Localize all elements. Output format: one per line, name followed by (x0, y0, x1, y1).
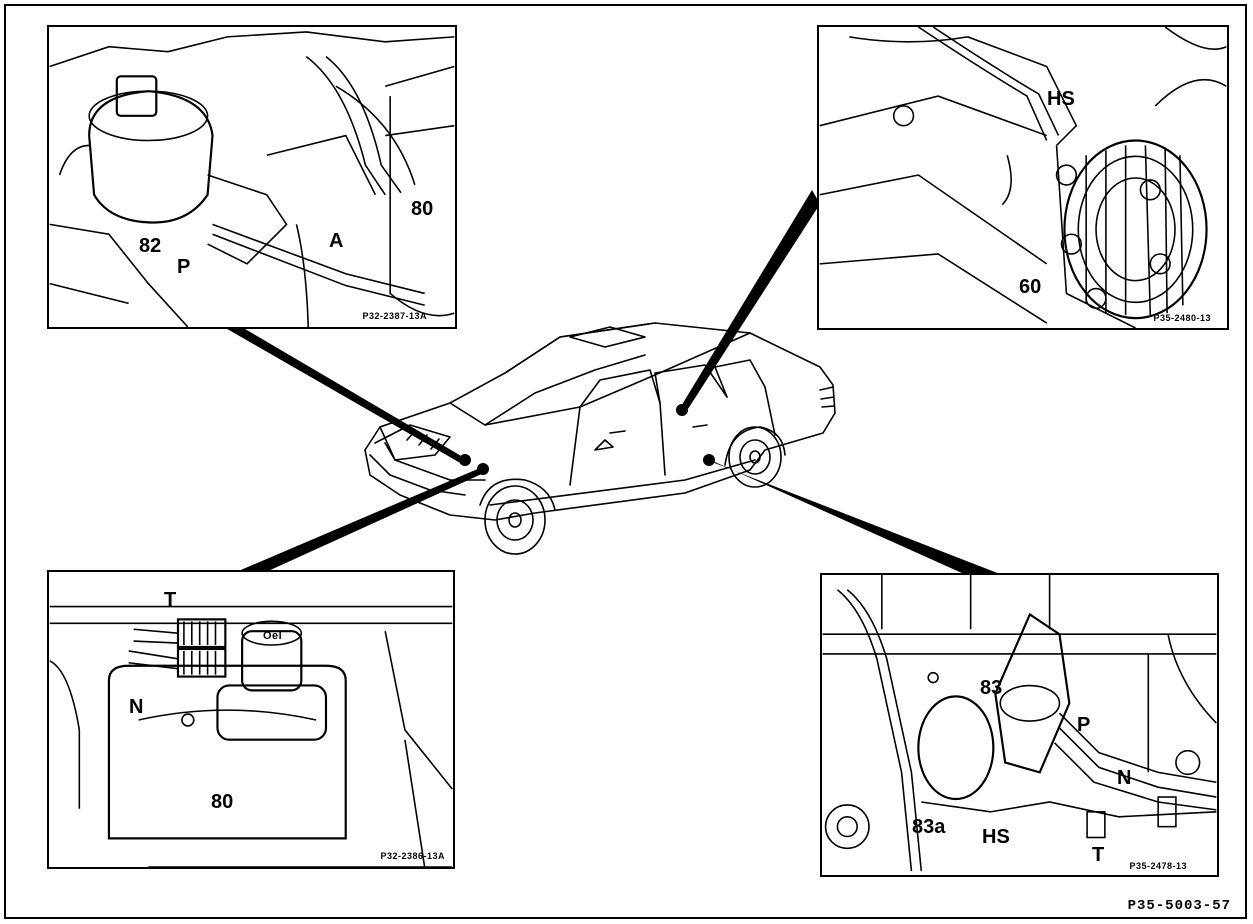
leader-dot-3 (676, 404, 688, 416)
label-82: 82 (139, 235, 162, 257)
panel-code: P35-2480-13 (1153, 313, 1211, 323)
label-n: N (129, 696, 144, 718)
panel-code: P32-2386-13A (380, 851, 445, 861)
label-83: 83 (980, 677, 1003, 699)
leader-bottom-left (236, 468, 486, 572)
label-hs: HS (982, 826, 1010, 848)
label-t: T (1092, 844, 1105, 866)
detail-panel-bottom-right: 83 P N 83a HS T P35-2478-13 (820, 573, 1219, 877)
fluid-reservoir-art (49, 605, 453, 867)
label-hs: HS (1047, 88, 1075, 110)
leader-top-left (222, 326, 468, 464)
car-illustration (364, 322, 836, 555)
label-p: P (177, 256, 191, 278)
label-a: A (329, 230, 344, 252)
figure-frame (4, 4, 1247, 919)
label-83a: 83a (912, 816, 946, 838)
panel-code: P35-2478-13 (1129, 861, 1187, 871)
leader-top-right (680, 190, 820, 412)
detail-panel-top-left: 82 P A 80 P32-2387-13A (47, 25, 457, 329)
label-60: 60 (1019, 276, 1042, 298)
leader-dot-2 (477, 463, 489, 475)
label-n: N (1117, 767, 1132, 789)
figure-code: P35-5003-57 (1127, 898, 1231, 914)
accumulator-valve-art (822, 575, 1217, 872)
leader-dot-4 (703, 454, 715, 466)
detail-panel-top-right: HS 60 P35-2480-13 (817, 25, 1229, 330)
panel-code: P32-2387-13A (362, 311, 427, 321)
leader-dot-1 (459, 454, 471, 466)
label-t: T (164, 589, 177, 611)
label-80: 80 (211, 791, 234, 813)
label-80: 80 (411, 198, 434, 220)
detail-panel-bottom-left: T N 80 Oel P32-2386-13A (47, 570, 455, 869)
power-steering-reservoir-art (49, 31, 455, 327)
compressor-art (819, 27, 1227, 328)
label-p: P (1077, 714, 1091, 736)
reservoir-cap-label: Oel (263, 630, 283, 642)
